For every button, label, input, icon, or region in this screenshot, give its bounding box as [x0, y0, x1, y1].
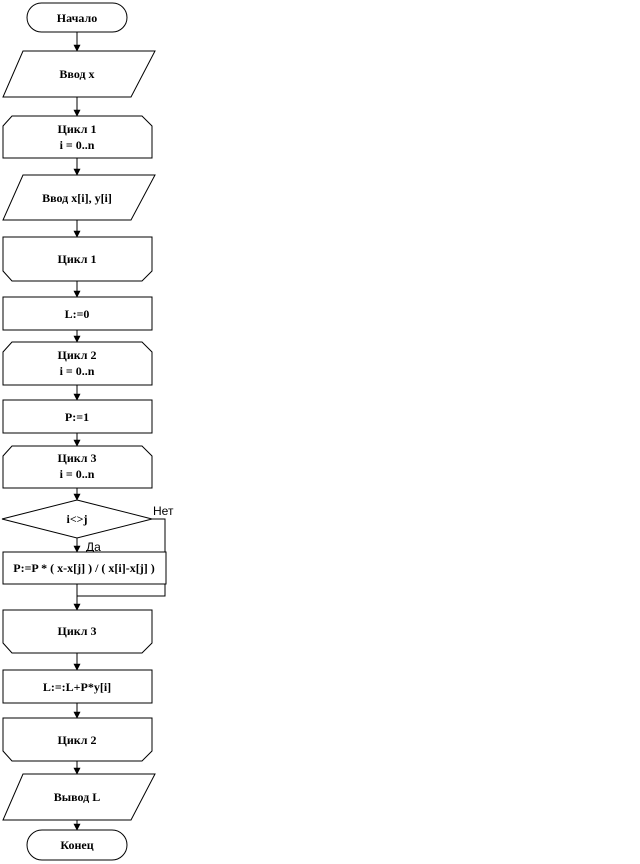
- loop3-begin-range: i = 0..n: [60, 467, 95, 481]
- loop3-begin-title: Цикл 3: [58, 451, 97, 465]
- input-xy-block: Ввод x[i], y[i]: [2, 174, 156, 221]
- loop1-begin-block: Цикл 1 i = 0..n: [2, 115, 153, 159]
- init-l-label: L:=0: [65, 307, 90, 321]
- calc-p-block: P:=P * ( x-x[j] ) / ( x[i]-x[j] ): [2, 551, 167, 585]
- end-label: Конец: [60, 838, 93, 852]
- accum-l-label: L:=:L+P*y[i]: [43, 680, 111, 694]
- accum-l-block: L:=:L+P*y[i]: [2, 669, 153, 704]
- loop3-end-block: Цикл 3: [2, 609, 153, 654]
- calc-p-label: P:=P * ( x-x[j] ) / ( x[i]-x[j] ): [13, 561, 154, 575]
- edge-label-no: Нет: [153, 504, 174, 518]
- loop2-end-block: Цикл 2: [2, 717, 153, 762]
- loop3-end-label: Цикл 3: [58, 624, 97, 638]
- init-l-block: L:=0: [2, 296, 153, 331]
- input-x-label: Ввод x: [59, 67, 94, 81]
- output-l-block: Вывод L: [2, 773, 156, 821]
- start-terminator: Начало: [26, 2, 128, 33]
- input-xy-label: Ввод x[i], y[i]: [42, 191, 112, 205]
- end-terminator: Конец: [26, 829, 128, 861]
- loop3-begin-block: Цикл 3 i = 0..n: [2, 445, 153, 489]
- edge-label-yes: Да: [86, 540, 101, 554]
- loop1-begin-range: i = 0..n: [60, 138, 95, 152]
- input-x-block: Ввод x: [2, 50, 156, 98]
- init-p-label: P:=1: [65, 410, 89, 424]
- loop1-begin-title: Цикл 1: [58, 122, 97, 136]
- loop1-end-block: Цикл 1: [2, 236, 153, 282]
- loop1-end-label: Цикл 1: [58, 252, 97, 266]
- condition-label: i<>j: [66, 512, 87, 526]
- output-l-label: Вывод L: [54, 790, 101, 804]
- loop2-begin-block: Цикл 2 i = 0..n: [2, 341, 153, 386]
- init-p-block: P:=1: [2, 399, 153, 434]
- loop2-end-label: Цикл 2: [58, 733, 97, 747]
- condition-decision: i<>j: [1, 499, 153, 539]
- loop2-begin-range: i = 0..n: [60, 364, 95, 378]
- loop2-begin-title: Цикл 2: [58, 348, 97, 362]
- start-label: Начало: [57, 11, 97, 25]
